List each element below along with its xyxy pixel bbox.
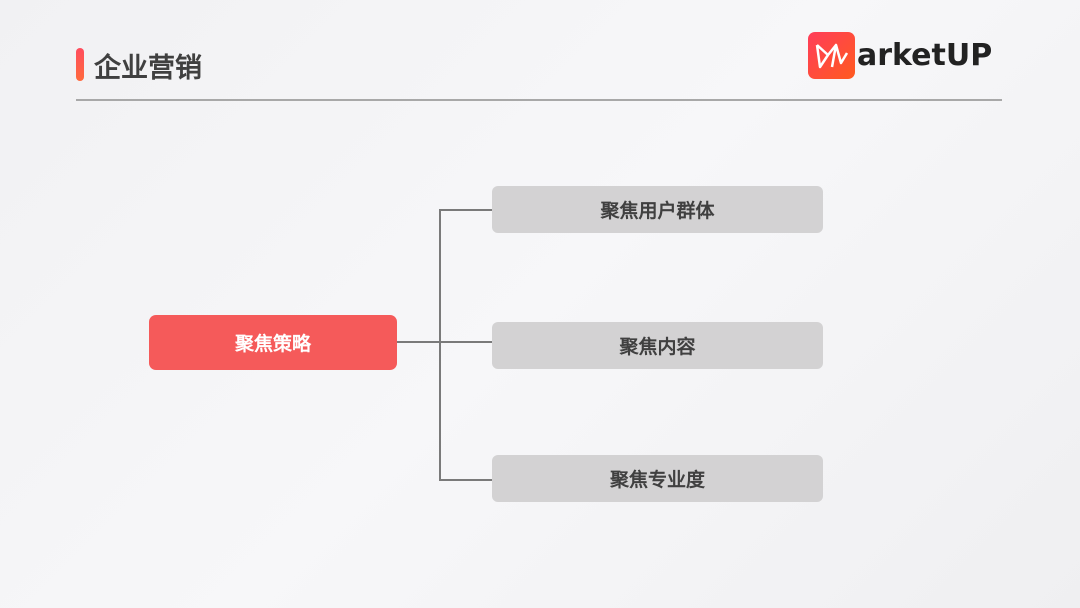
connector-branch-1	[439, 209, 492, 211]
child-node-2: 聚焦内容	[492, 322, 823, 369]
connector-branch-3	[439, 479, 492, 481]
connector-root	[397, 341, 492, 343]
child-node-1: 聚焦用户群体	[492, 186, 823, 233]
title-accent-bar	[76, 48, 84, 81]
root-node: 聚焦策略	[149, 315, 397, 370]
logo-m-icon	[808, 32, 855, 79]
page-title: 企业营销	[94, 53, 202, 84]
logo-text: arketUP	[857, 38, 993, 73]
child-node-3: 聚焦专业度	[492, 455, 823, 502]
connector-trunk	[439, 209, 441, 481]
header-divider	[76, 99, 1002, 101]
logo: arketUP	[808, 32, 992, 79]
